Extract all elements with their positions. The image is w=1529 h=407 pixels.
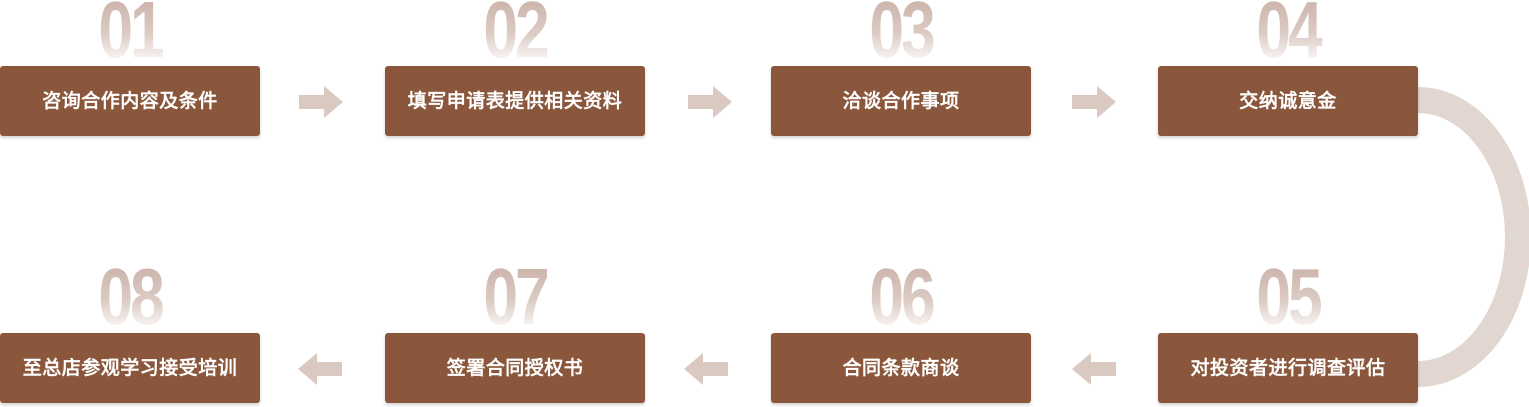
- step-number: 03: [800, 0, 1003, 70]
- arrow-left-icon: [298, 353, 342, 385]
- step-label: 对投资者进行调查评估: [1158, 333, 1418, 403]
- arrow-right-icon: [1072, 86, 1116, 118]
- step-03: 03 洽谈合作事项: [771, 0, 1031, 140]
- step-02: 02 填写申请表提供相关资料: [385, 0, 645, 140]
- arrow-left-icon: [684, 353, 728, 385]
- step-number: 01: [29, 0, 232, 70]
- step-label: 至总店参观学习接受培训: [0, 333, 260, 403]
- step-06: 06 合同条款商谈: [771, 257, 1031, 407]
- step-label: 合同条款商谈: [771, 333, 1031, 403]
- step-label: 交纳诚意金: [1158, 66, 1418, 136]
- arrow-right-icon: [688, 86, 732, 118]
- arrow-left-icon: [1072, 353, 1116, 385]
- step-number: 02: [414, 0, 617, 70]
- step-04: 04 交纳诚意金: [1158, 0, 1418, 140]
- step-label: 签署合同授权书: [385, 333, 645, 403]
- step-07: 07 签署合同授权书: [385, 257, 645, 407]
- step-01: 01 咨询合作内容及条件: [0, 0, 260, 140]
- step-05: 05 对投资者进行调查评估: [1158, 257, 1418, 407]
- step-label: 洽谈合作事项: [771, 66, 1031, 136]
- step-label: 填写申请表提供相关资料: [385, 66, 645, 136]
- step-number: 08: [29, 257, 232, 337]
- arrow-right-icon: [299, 86, 343, 118]
- step-08: 08 至总店参观学习接受培训: [0, 257, 260, 407]
- step-number: 04: [1187, 0, 1390, 70]
- step-label: 咨询合作内容及条件: [0, 66, 260, 136]
- step-number: 06: [800, 257, 1003, 337]
- step-number: 05: [1187, 257, 1390, 337]
- step-number: 07: [414, 257, 617, 337]
